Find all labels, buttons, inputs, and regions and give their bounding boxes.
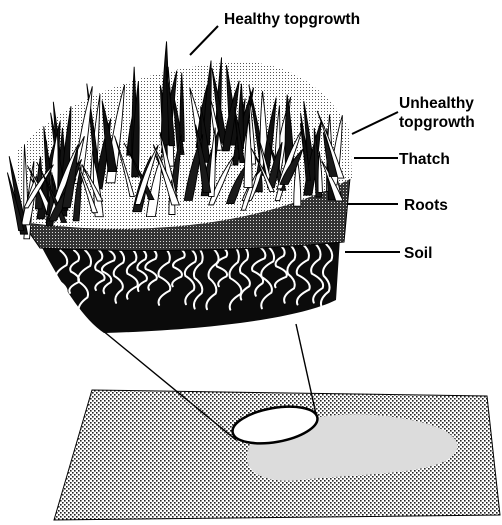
label-roots: Roots: [404, 197, 448, 214]
healthy-leader: [190, 26, 218, 55]
label-unhealthy-line1: Unhealthy: [399, 95, 474, 112]
label-unhealthy-line2: topgrowth: [399, 114, 475, 131]
label-healthy-topgrowth: Healthy topgrowth: [224, 11, 360, 28]
label-thatch: Thatch: [399, 151, 450, 168]
unhealthy-leader: [352, 112, 398, 134]
soil-layer: [40, 238, 340, 333]
label-soil: Soil: [404, 245, 432, 262]
